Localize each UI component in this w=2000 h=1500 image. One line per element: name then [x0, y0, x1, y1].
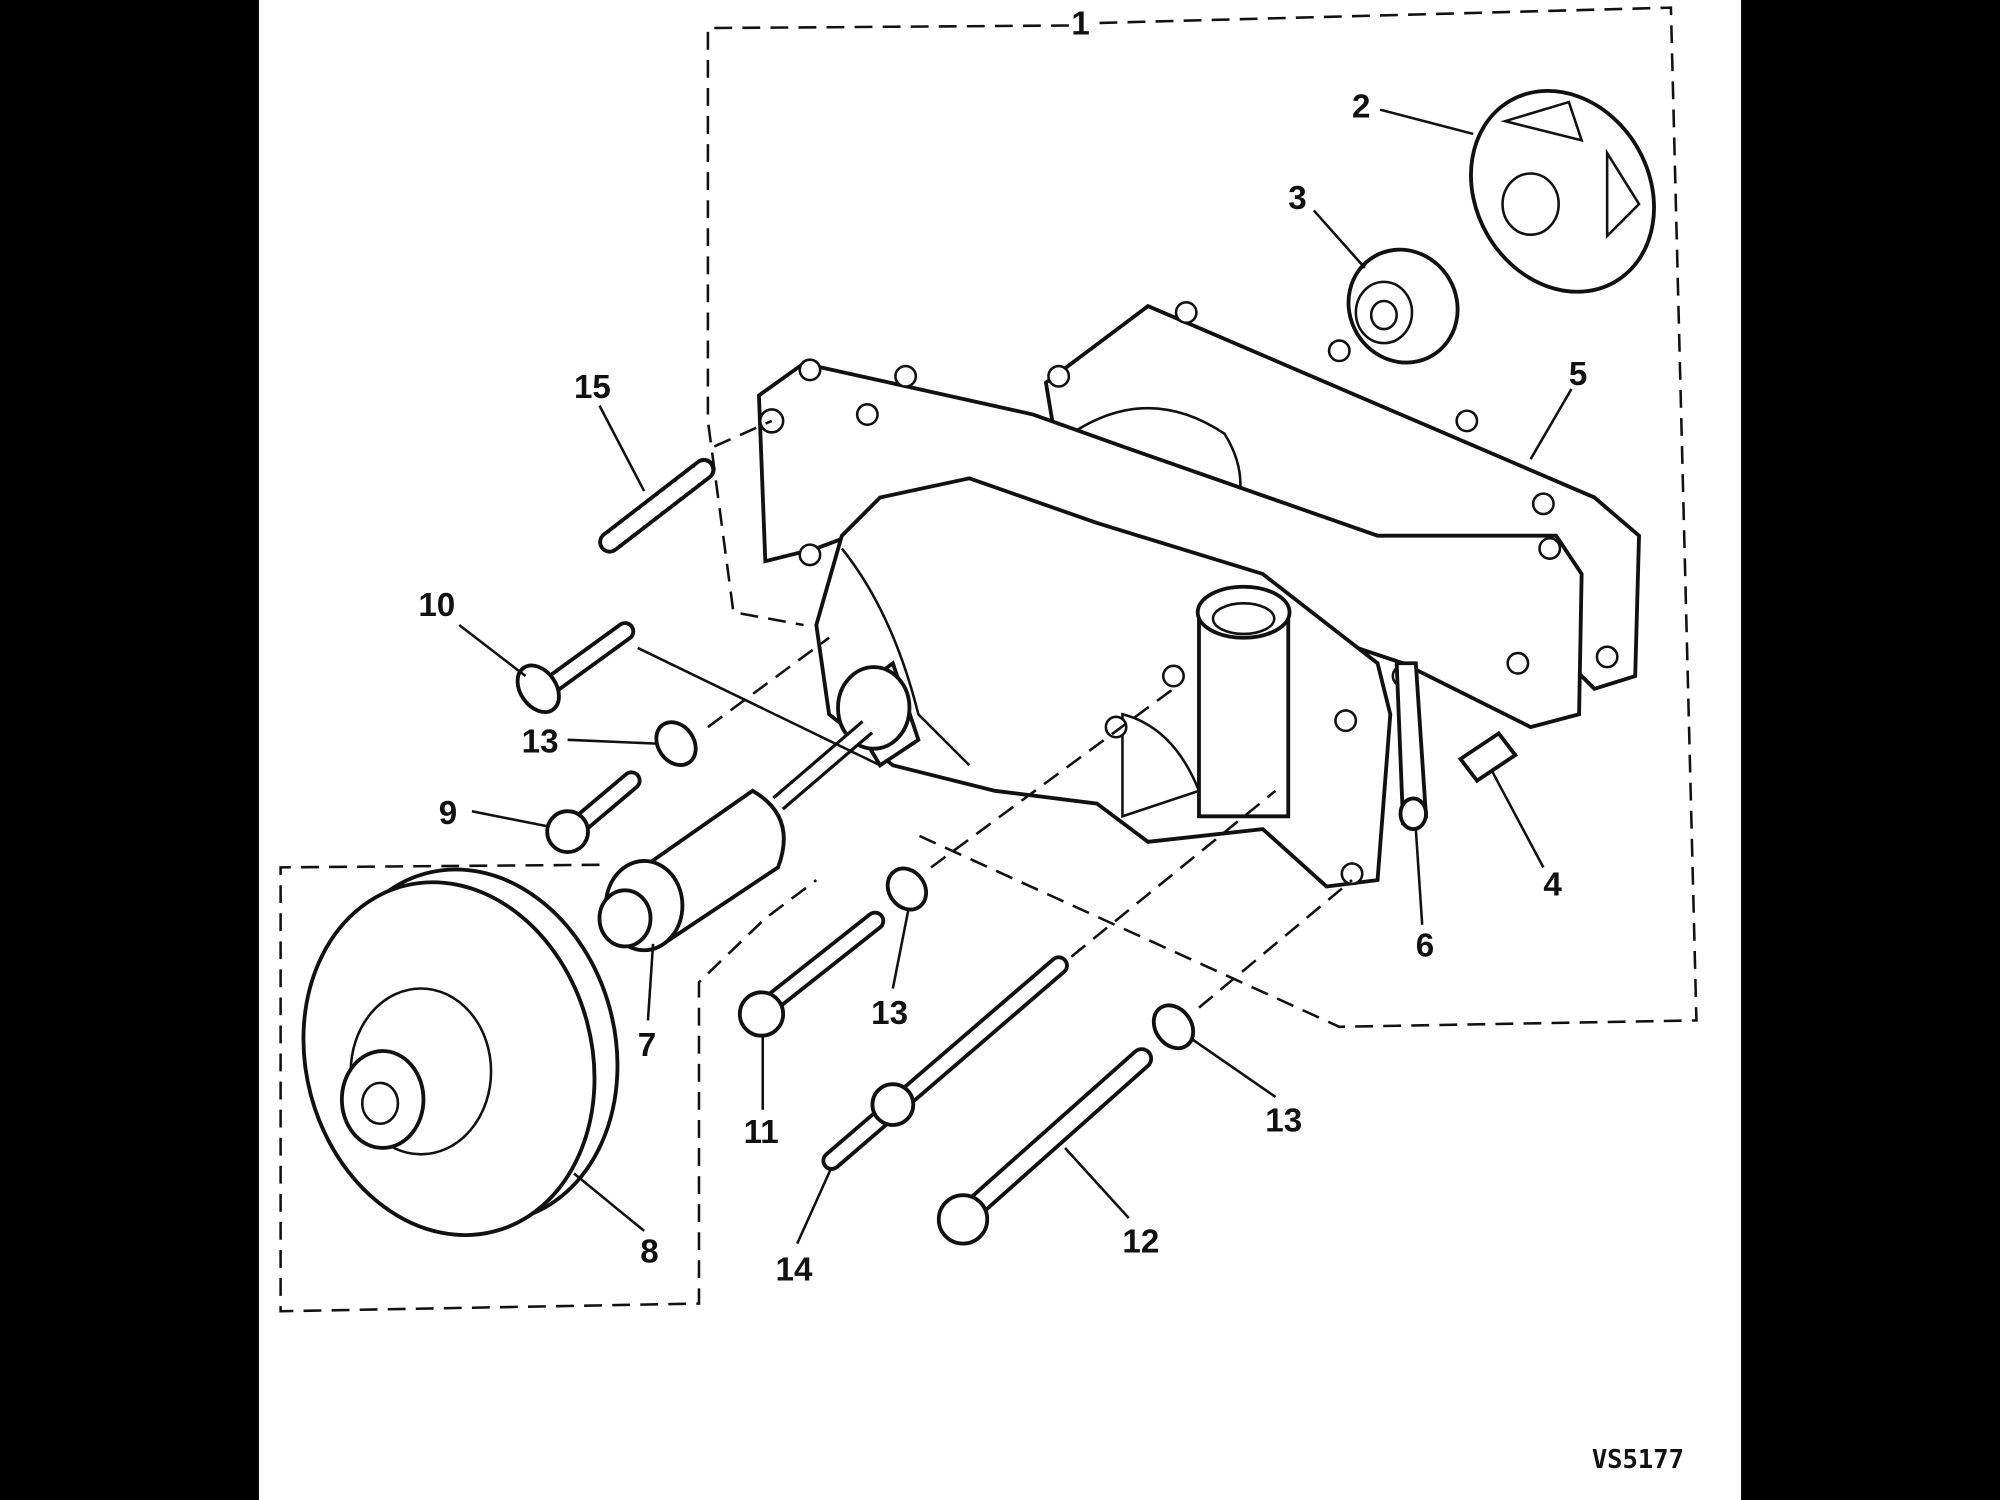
callout-14: 14: [776, 1252, 813, 1289]
callout-2: 2: [1352, 88, 1370, 125]
callout-10: 10: [418, 587, 455, 624]
alignment-lines: [637, 419, 1353, 1009]
screw-10: [515, 621, 636, 714]
impeller: [1469, 88, 1656, 294]
callout-15: 15: [574, 369, 611, 406]
stud-15: [598, 457, 716, 554]
bolt-12: [936, 1047, 1154, 1246]
callout-5: 5: [1569, 356, 1587, 393]
bolt-9: [545, 770, 642, 854]
callout-11: 11: [744, 1114, 779, 1151]
callout-6: 6: [1416, 928, 1434, 965]
callout-13-c: 13: [1265, 1102, 1302, 1139]
leader-lines: [458, 108, 1573, 1245]
callout-8: 8: [640, 1234, 658, 1271]
pump-seal: [1346, 247, 1460, 365]
callout-12: 12: [1122, 1224, 1159, 1261]
bolt-11: [737, 910, 886, 1038]
callout-9: 9: [439, 795, 457, 832]
callout-4: 4: [1543, 866, 1562, 903]
washers-13: [654, 720, 1196, 1051]
pulley-boundary: [279, 863, 818, 1313]
hose-dowel: [1394, 661, 1429, 831]
assembly-boundary-1: [706, 24, 1069, 627]
callout-7: 7: [638, 1027, 656, 1064]
callout-13-a: 13: [522, 724, 559, 761]
drawing-reference-code: VS5177: [1592, 1445, 1684, 1475]
callout-1: 1: [1071, 5, 1089, 42]
pump-body: [814, 476, 1415, 889]
assembly-boundary-1-right: [917, 6, 1698, 1029]
dowel: [1457, 730, 1519, 784]
bearing-spindle: [597, 720, 874, 953]
stud-14: [821, 955, 1069, 1171]
callout-13-b: 13: [871, 995, 908, 1032]
pulley: [301, 867, 620, 1237]
callout-3: 3: [1288, 180, 1306, 217]
